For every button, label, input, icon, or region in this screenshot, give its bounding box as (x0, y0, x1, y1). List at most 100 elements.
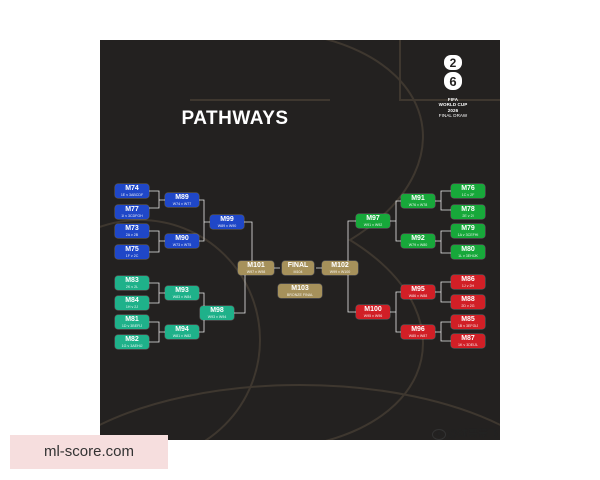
match-card-m74[interactable]: M74 1E v 3ABCDF (115, 184, 149, 198)
match-card-m73[interactable]: M73 2A v 2B (115, 224, 149, 238)
source-badge: ml-score.com (10, 435, 168, 469)
match-card-m98[interactable]: M98 W93 v W94 (200, 306, 234, 320)
match-pairing: 1G v 3AEHIJ (121, 343, 143, 348)
match-code: M85 (461, 315, 475, 323)
match-code: M102 (331, 261, 349, 269)
match-code: M84 (125, 296, 139, 304)
match-card-m99[interactable]: M99 W89 v W90 (210, 215, 244, 229)
match-card-m82[interactable]: M82 1G v 3AEHIJ (115, 335, 149, 349)
match-card-m95[interactable]: M95 W86 v W88 (401, 285, 435, 299)
match-card-m102[interactable]: M102 W99 v W100 (322, 261, 358, 275)
logo-subtitle: FINAL DRAW (438, 113, 468, 119)
background-court-lines (100, 40, 500, 440)
match-card-m78[interactable]: M78 2E v 2I (451, 205, 485, 219)
logo-year: 2026 (447, 107, 459, 113)
match-pairing: BRONZE FINAL (286, 292, 314, 297)
match-code: M91 (411, 194, 425, 202)
match-code: M98 (210, 306, 224, 314)
match-code: M86 (461, 275, 475, 283)
svg-text:6: 6 (449, 74, 456, 89)
match-code: M77 (125, 205, 139, 213)
match-pairing: W86 v W88 (408, 293, 428, 298)
match-code: M87 (461, 334, 475, 342)
match-code: M92 (411, 234, 425, 242)
match-pairing: 1L v 3EHIJK (458, 253, 478, 258)
match-code: M83 (125, 276, 139, 284)
match-card-m87[interactable]: M87 1K v 3DEIJL (451, 334, 485, 348)
match-code: M89 (175, 193, 189, 201)
match-pairing: 2D v 2G (461, 303, 475, 308)
match-card-m91[interactable]: M91 W76 v W78 (401, 194, 435, 208)
poster-title: PATHWAYS (181, 108, 289, 129)
match-card-final[interactable]: FINAL M104 (282, 261, 314, 275)
match-pairing: W76 v W78 (408, 202, 428, 207)
match-pairing: 1D v 3BEFIJ (121, 323, 143, 328)
match-card-m79[interactable]: M79 1A v 3CEFHI (451, 224, 485, 238)
match-card-m94[interactable]: M94 W81 v W82 (165, 325, 199, 339)
match-card-m80[interactable]: M80 1L v 3EHIJK (451, 245, 485, 259)
match-pairing: 1K v 3DEIJL (458, 342, 478, 347)
match-pairing: W93 v W94 (207, 314, 227, 319)
watermark-text: @球哥带飞 (448, 429, 499, 440)
match-code: M73 (125, 224, 139, 232)
match-card-m77[interactable]: M77 1I v 3CDFGH (115, 205, 149, 219)
logo-brand: FIFA (447, 97, 459, 102)
match-card-m83[interactable]: M83 2K v 2L (115, 276, 149, 290)
fifa-world-cup-logo: 2 6 FIFA WORLD CUP 2026 FINAL DRAW (432, 54, 474, 119)
match-pairing: W99 v W100 (329, 269, 351, 274)
match-card-m97[interactable]: M97 W91 v W92 (356, 214, 390, 228)
match-code: M75 (125, 245, 139, 253)
match-code: M78 (461, 205, 475, 213)
match-code: M101 (247, 261, 265, 269)
match-pairing: 1C v 2F (461, 192, 475, 197)
match-code: M90 (175, 234, 189, 242)
trophy-26-emblem-icon: 2 6 (444, 55, 462, 90)
match-pairing: 1H v 2J (125, 304, 139, 309)
match-code: M79 (461, 224, 475, 232)
match-code: M103 (291, 284, 309, 292)
match-card-m76[interactable]: M76 1C v 2F (451, 184, 485, 198)
match-code: M76 (461, 184, 475, 192)
match-pairing: 2K v 2L (125, 284, 139, 289)
match-card-m88[interactable]: M88 2D v 2G (451, 295, 485, 309)
match-card-m96[interactable]: M96 W85 v W87 (401, 325, 435, 339)
match-card-m75[interactable]: M75 1F v 2C (115, 245, 149, 259)
weibo-icon: ◉ (432, 428, 446, 440)
match-code: M88 (461, 295, 475, 303)
match-pairing: 2E v 2I (462, 213, 474, 218)
match-pairing: W85 v W87 (408, 333, 428, 338)
match-pairing: 1A v 3CEFHI (457, 232, 479, 237)
match-pairing: W81 v W82 (172, 333, 192, 338)
match-pairing: W97 v W98 (246, 269, 266, 274)
logo-event: WORLD CUP (438, 102, 468, 108)
match-code: M80 (461, 245, 475, 253)
match-pairing: W95 v W96 (363, 313, 383, 318)
match-pairing: 1F v 2C (125, 253, 139, 258)
match-card-m103[interactable]: M103 BRONZE FINAL (278, 284, 322, 298)
match-pairing: W91 v W92 (363, 222, 383, 227)
match-code: M97 (366, 214, 380, 222)
match-card-m84[interactable]: M84 1H v 2J (115, 296, 149, 310)
match-card-m86[interactable]: M86 1J v 2H (451, 275, 485, 289)
match-code: M100 (364, 305, 382, 313)
match-pairing: W73 v W75 (172, 242, 192, 247)
bracket-connectors (149, 190, 451, 343)
match-code: M94 (175, 325, 189, 333)
match-pairing: M104 (293, 269, 303, 274)
match-code: M95 (411, 285, 425, 293)
match-code: M82 (125, 335, 139, 343)
match-code: FINAL (287, 261, 309, 269)
match-card-m100[interactable]: M100 W95 v W96 (356, 305, 390, 319)
pathways-poster: 2 6 FIFA WORLD CUP 2026 FINAL DRAW PATHW… (100, 40, 500, 440)
match-card-m81[interactable]: M81 1D v 3BEFIJ (115, 315, 149, 329)
match-card-m101[interactable]: M101 W97 v W98 (238, 261, 274, 275)
match-code: M81 (125, 315, 139, 323)
match-pairing: 2A v 2B (125, 232, 139, 237)
match-card-m89[interactable]: M89 W74 v W77 (165, 193, 199, 207)
match-card-m92[interactable]: M92 W79 v W80 (401, 234, 435, 248)
match-pairing: W83 v W84 (172, 294, 192, 299)
match-card-m85[interactable]: M85 1B v 3EFGIJ (451, 315, 485, 329)
match-card-m90[interactable]: M90 W73 v W75 (165, 234, 199, 248)
match-card-m93[interactable]: M93 W83 v W84 (165, 286, 199, 300)
match-code: M99 (220, 215, 234, 223)
